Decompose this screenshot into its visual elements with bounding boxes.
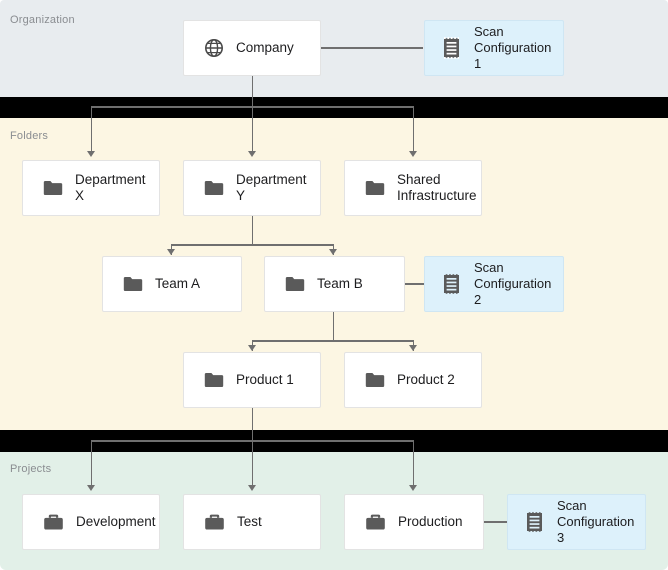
node-label: Scan Configuration 1 [474,24,552,71]
node-label: Shared Infrastructure [397,171,477,203]
node-shared-infrastructure[interactable]: Shared Infrastructure [344,160,482,216]
arrow-test [248,485,256,491]
node-label: Team B [317,275,363,291]
edge-drop-test [251,440,253,486]
arrow-department-y [248,151,256,157]
node-label: Test [237,513,262,529]
node-team-b[interactable]: Team B [264,256,405,312]
folder-icon [365,372,385,388]
edge-drop-shared-infra [412,106,414,152]
node-label: Team A [155,275,201,291]
node-department-x[interactable]: Department X [22,160,160,216]
arrow-shared-infra [409,151,417,157]
node-label: Scan Configuration 2 [474,260,552,307]
folder-icon [365,180,385,196]
arrow-product-1 [248,345,256,351]
node-scan-configuration-3[interactable]: Scan Configuration 3 [507,494,646,550]
folders-section-label: Folders [10,130,49,142]
briefcase-icon [365,513,386,531]
folder-icon [123,276,143,292]
edge-product-1-stem [251,408,253,440]
node-label: Department Y [236,171,307,203]
scan-configuration-icon [441,273,462,295]
node-label: Product 1 [236,371,294,387]
folder-icon [43,180,63,196]
node-scan-configuration-2[interactable]: Scan Configuration 2 [424,256,564,312]
folder-icon [285,276,305,292]
edge-products-branch-bar [252,340,414,342]
node-team-a[interactable]: Team A [102,256,242,312]
edge-company-to-scan1 [321,47,423,49]
briefcase-icon [43,513,64,531]
edge-drop-department-x [90,106,92,152]
edge-drop-production [412,440,414,486]
globe-icon [204,38,224,58]
node-production[interactable]: Production [344,494,484,550]
node-label: Production [398,513,463,529]
edge-drop-development [90,440,92,486]
organization-section-label: Organization [10,14,75,26]
arrow-product-2 [409,345,417,351]
node-company[interactable]: Company [183,20,321,76]
organization-section-band [0,0,668,97]
arrow-team-a [167,249,175,255]
edge-team-b-stem [332,312,334,340]
edge-team-b-to-scan2 [405,283,425,285]
folder-icon [204,372,224,388]
section-divider-upper [0,97,668,118]
node-label: Scan Configuration 3 [557,498,635,545]
edge-teams-branch-bar [171,244,333,246]
projects-section-label: Projects [10,463,52,475]
arrow-team-b [329,249,337,255]
node-label: Product 2 [397,371,455,387]
scan-configuration-icon [441,37,462,59]
node-department-y[interactable]: Department Y [183,160,321,216]
node-test[interactable]: Test [183,494,321,550]
node-product-2[interactable]: Product 2 [344,352,482,408]
node-product-1[interactable]: Product 1 [183,352,321,408]
node-label: Company [236,39,294,55]
node-development[interactable]: Development [22,494,160,550]
briefcase-icon [204,513,225,531]
arrow-production [409,485,417,491]
node-scan-configuration-1[interactable]: Scan Configuration 1 [424,20,564,76]
folder-icon [204,180,224,196]
scan-configuration-icon [524,511,545,533]
node-label: Development [76,513,156,529]
edge-company-stem [251,76,253,106]
edge-department-y-stem [251,216,253,244]
arrow-department-x [87,151,95,157]
node-label: Department X [75,171,146,203]
edge-drop-department-y [251,106,253,152]
arrow-development [87,485,95,491]
edge-production-to-scan3 [484,521,507,523]
